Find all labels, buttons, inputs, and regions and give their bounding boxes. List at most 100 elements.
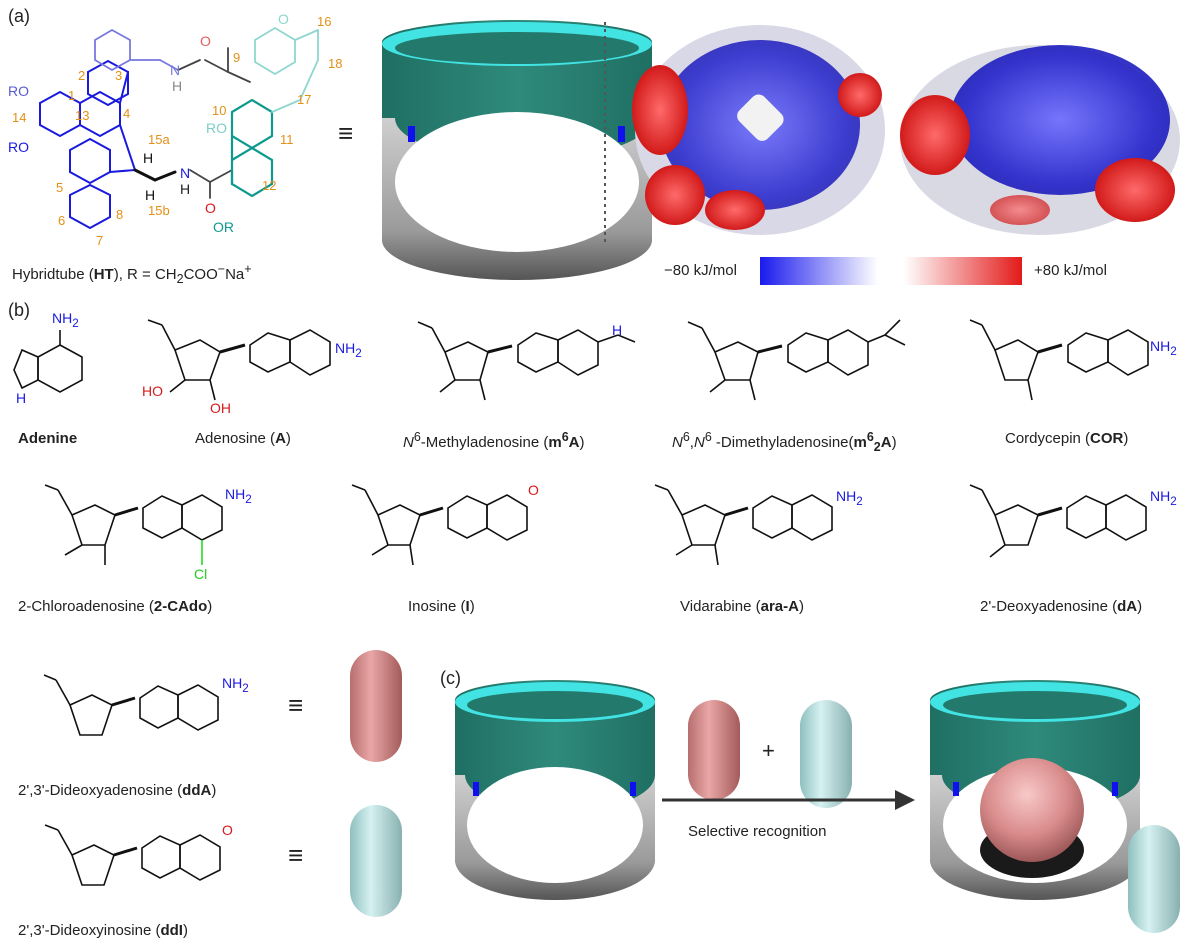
plus-sign: + <box>762 738 775 763</box>
reaction-arrow <box>662 790 915 810</box>
capsule-ddA-free <box>688 700 740 800</box>
label-ara-a-post: ) <box>798 598 804 615</box>
inosine-o: O <box>528 482 539 498</box>
label-m62a-mid: , <box>689 434 694 451</box>
label-da-pre: 2'-Deoxyadenosine ( <box>980 598 1118 615</box>
arrow-label: Selective recognition <box>688 823 827 840</box>
label-inosine: Inosine (I) <box>408 598 475 615</box>
atom-number-10: 10 <box>212 103 227 118</box>
label-m6a-bold-a: A <box>568 434 580 451</box>
label-adenosine-bold: A <box>275 430 286 447</box>
atom-number-11: 11 <box>280 132 294 147</box>
atom-number-14: 14 <box>12 110 27 125</box>
adenosine-nh2-sub: 2 <box>355 346 362 360</box>
adenosine-ho: HO <box>142 383 163 399</box>
atom-o-carbonyl-top: O <box>200 33 211 49</box>
cado-cl: Cl <box>194 566 208 582</box>
atom-or: OR <box>213 219 234 235</box>
label-m6a-post: ) <box>579 434 585 451</box>
caption-bold: HT <box>93 266 114 283</box>
da-nh2: NH2 <box>1150 488 1177 508</box>
label-ddi-pre: 2',3'-Dideoxyinosine ( <box>18 922 161 939</box>
label-m62a-pre: -Dimethyladenosine( <box>711 434 854 451</box>
caption-tail: COO <box>183 266 218 283</box>
label-inosine-post: ) <box>469 598 475 615</box>
cado-nh2: NH2 <box>225 486 252 506</box>
label-ara-a-bold: ara-A <box>760 598 799 615</box>
adenine-nh2: NH2 <box>52 310 79 330</box>
label-inosine-bold: I <box>465 598 470 615</box>
panel-label-c: (c) <box>440 668 461 688</box>
atom-number-16: 16 <box>317 14 332 29</box>
equiv-sign-ddi: ≡ <box>288 840 304 870</box>
atom-n-top: N <box>170 62 180 78</box>
adenosine-nh2: NH2 <box>335 340 362 360</box>
label-inosine-pre: Inosine ( <box>408 598 466 615</box>
atom-h-nh: H <box>180 181 190 197</box>
label-2-cado: 2-Chloroadenosine (2-CAdo) <box>18 598 212 615</box>
structure-inosine <box>351 484 528 566</box>
label-m6a-sup: 6 <box>413 430 421 444</box>
cado-nh: NH <box>225 486 246 502</box>
atom-number-5: 5 <box>56 180 64 195</box>
ara-a-nh2-sub: 2 <box>856 494 863 508</box>
capsule-ddI-free <box>800 700 852 808</box>
caption-prefix: Hybridtube ( <box>12 266 94 283</box>
esp-color-scale <box>760 257 1022 285</box>
structure-adenine <box>13 330 83 393</box>
atom-number-6: 6 <box>58 213 66 228</box>
atom-ro-teal: RO <box>206 120 227 136</box>
label-da: 2'-Deoxyadenosine (dA) <box>980 598 1142 615</box>
cor-nh2-sub: 2 <box>1170 344 1177 358</box>
label-m62a-bold-sub: 2 <box>873 440 881 454</box>
atom-ro-bottom: RO <box>8 139 29 155</box>
atom-h-15b: H <box>145 187 155 203</box>
esp-max-label: +80 kJ/mol <box>1034 262 1107 279</box>
caption-na: Na <box>225 266 245 283</box>
capsule-dda <box>350 650 402 762</box>
label-dda-pre: 2',3'-Dideoxyadenosine ( <box>18 782 183 799</box>
atom-number-15a: 15a <box>148 132 170 147</box>
label-m62a-sup: 6 <box>682 430 690 444</box>
dda-nh2: NH2 <box>222 675 249 695</box>
host-guest-complex <box>930 680 1180 933</box>
structure-da <box>969 484 1147 558</box>
atom-number-2: 2 <box>78 68 86 83</box>
structure-m6a <box>417 321 636 401</box>
equiv-sign-dda: ≡ <box>288 690 304 720</box>
hybridtube-atoms: RO RO OR RO O O N H N H H H O <box>8 11 289 235</box>
label-dda: 2',3'-Dideoxyadenosine (ddA) <box>18 782 216 799</box>
label-m6a: N6-Methyladenosine (m6A) <box>403 430 585 451</box>
caption-sup-plus: + <box>244 262 252 276</box>
label-m62a-bold: m62A <box>853 430 892 454</box>
label-dda-post: ) <box>211 782 217 799</box>
label-m62a-bold-a: A <box>880 434 892 451</box>
atom-number-18: 18 <box>328 56 343 71</box>
atom-number-8: 8 <box>116 207 124 222</box>
atom-number-9: 9 <box>233 50 241 65</box>
da-nh: NH <box>1150 488 1171 504</box>
label-m62a-bold-m: m <box>853 434 867 451</box>
hybridtube-structure <box>39 26 319 230</box>
label-ddi-bold: ddI <box>160 922 183 939</box>
esp-map-side-view <box>900 45 1180 235</box>
atom-number-12: 12 <box>262 178 277 193</box>
cor-nh2: NH2 <box>1150 338 1177 358</box>
label-ara-a: Vidarabine (ara-A) <box>680 598 804 615</box>
label-m6a-bold-m: m <box>548 434 562 451</box>
label-adenosine: Adenosine (A) <box>195 430 291 447</box>
esp-map-top-view <box>632 25 885 235</box>
label-m62a-italic: N <box>672 434 683 451</box>
atom-number-1: 1 <box>68 88 76 103</box>
structure-dda <box>43 674 219 736</box>
label-m62a-italic2: N <box>693 434 705 451</box>
hybridtube-caption: Hybridtube (HT), R = CH2COO−Na+ <box>12 262 252 286</box>
atom-number-13: 13 <box>75 108 90 123</box>
structure-cordycepin <box>969 319 1149 401</box>
ara-a-nh: NH <box>836 488 857 504</box>
host-cylinder-model-a <box>382 20 652 280</box>
label-cor-bold: COR <box>1090 430 1124 447</box>
atom-h-15a: H <box>143 150 153 166</box>
structure-m62a <box>687 319 906 401</box>
atom-number-4: 4 <box>123 106 131 121</box>
